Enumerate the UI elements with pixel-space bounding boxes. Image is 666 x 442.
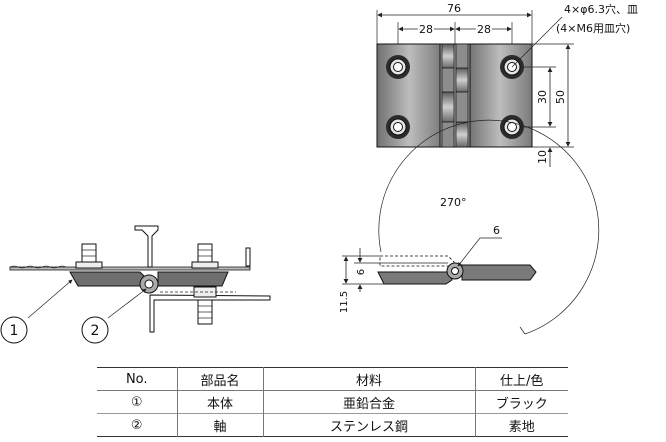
dim-total-height: 11.5	[339, 291, 350, 313]
cell-part-name: 軸	[176, 413, 263, 437]
dim-left-pitch: 28	[419, 23, 433, 36]
rot-leaf-right	[461, 264, 537, 281]
callout-2-bubble	[81, 316, 109, 344]
hole-note-line2: (4×M6用皿穴)	[556, 21, 630, 35]
header-no: No.	[125, 371, 148, 387]
callout-1-leader	[27, 279, 73, 319]
callout-2-leader	[107, 288, 147, 319]
dim-hole-pitch: 30	[536, 90, 549, 104]
cell-finish: 素地	[474, 413, 568, 437]
cell-part-name: 本体	[176, 390, 263, 414]
left-leaf	[376, 43, 443, 148]
hole-note-line1: 4×φ6.3穴、皿	[564, 2, 638, 16]
cell-no: ①	[130, 394, 143, 410]
bolt-left	[75, 243, 103, 269]
dim-overall-width: 76	[447, 2, 461, 15]
dim-height: 50	[554, 90, 567, 104]
countersunk-hole-br	[500, 115, 524, 139]
cell-material: ステンレス鋼	[262, 413, 475, 437]
hinge-knuckles	[439, 43, 471, 148]
rotation-view: 270° 6 6 11.5	[339, 119, 600, 335]
mounted-section-view: 1 2	[0, 225, 271, 344]
rot-pin	[451, 267, 459, 275]
cell-no: ②	[130, 417, 143, 433]
hinge-leaf-left	[69, 271, 149, 287]
dim-right-pitch: 28	[477, 23, 491, 36]
hinge-leaf-right	[157, 271, 229, 287]
cell-finish: ブラック	[474, 390, 568, 414]
rotation-arc	[378, 119, 600, 335]
dim-edge-offset: 10	[536, 150, 549, 164]
dim-pin-diameter: 6	[493, 224, 500, 237]
angle-label: 270°	[440, 196, 467, 209]
header-part-name: 部品名	[176, 367, 263, 391]
cell-material: 亜鉛合金	[262, 390, 475, 414]
door-bracket	[134, 225, 159, 268]
header-material: 材料	[262, 367, 475, 391]
callout-2-label: 2	[91, 323, 100, 339]
hinge-pin	[144, 279, 154, 289]
countersunk-hole-bl	[386, 115, 410, 139]
table-header-row: No. 部品名 材料 仕上/色	[97, 367, 568, 391]
parts-table: No. 部品名 材料 仕上/色 ① 本体 亜鉛合金 ブラック ② 軸 ステンレス…	[97, 367, 568, 437]
callout-1-label: 1	[10, 323, 19, 339]
header-finish: 仕上/色	[474, 367, 568, 391]
top-view: 76 28 28	[376, 2, 638, 167]
leaf-open-ghost	[379, 255, 455, 267]
countersunk-hole-tl	[386, 55, 410, 79]
table-row: ① 本体 亜鉛合金 ブラック	[97, 390, 568, 414]
frame-bracket	[149, 294, 271, 333]
hole-note-leader	[511, 16, 563, 68]
rot-leaf-left	[377, 271, 453, 285]
mounting-panel	[9, 266, 251, 271]
dim-leaf-thickness: 6	[356, 269, 367, 275]
callout-1-bubble	[0, 316, 28, 344]
table-row: ② 軸 ステンレス鋼 素地	[97, 413, 568, 437]
pin-dim-leader	[457, 237, 481, 267]
